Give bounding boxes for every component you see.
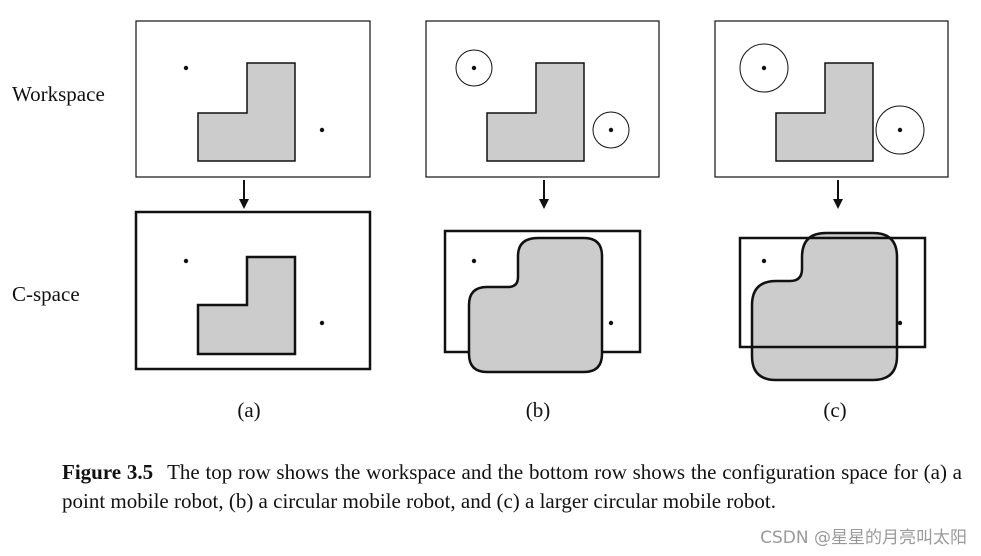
row-label-workspace: Workspace	[12, 82, 105, 106]
goal-center-point	[897, 127, 903, 133]
robot-point	[471, 258, 477, 264]
l-shaped-obstacle	[775, 62, 874, 162]
robot-center-point	[471, 65, 477, 71]
panel-c-cspace	[738, 231, 927, 382]
robot-circle	[739, 43, 789, 93]
goal-point	[319, 127, 325, 133]
robot-center-point	[761, 65, 767, 71]
goal-point	[897, 320, 903, 326]
workspace-boundary	[714, 20, 949, 178]
l-shaped-obstacle	[486, 62, 585, 162]
workspace-boundary	[135, 20, 371, 178]
caption-text: The top row shows the workspace and the …	[62, 460, 962, 513]
panel-a-workspace	[135, 20, 371, 178]
watermark: CSDN @星星的月亮叫太阳	[760, 528, 967, 548]
goal-center-point	[608, 127, 614, 133]
cspace-boundary	[134, 210, 372, 371]
goal-circle	[592, 111, 630, 149]
panel-label-b: (b)	[525, 398, 551, 422]
grown-obstacle	[750, 231, 899, 382]
figure-number: Figure 3.5	[62, 460, 154, 484]
robot-point	[761, 258, 767, 264]
cspace-obstacle	[196, 255, 297, 356]
panel-b-cspace	[443, 229, 642, 374]
workspace-boundary	[425, 20, 660, 178]
panel-b-workspace	[425, 20, 660, 178]
panel-label-a: (a)	[237, 398, 261, 422]
robot-point	[183, 65, 189, 71]
goal-point	[319, 320, 325, 326]
panel-a-cspace	[134, 210, 372, 371]
l-shaped-obstacle	[197, 62, 296, 162]
robot-circle	[455, 49, 493, 87]
goal-circle	[875, 105, 925, 155]
panel-label-c: (c)	[823, 398, 847, 422]
grown-obstacle	[467, 236, 604, 374]
row-label-cspace: C-space	[12, 282, 80, 306]
goal-point	[608, 320, 614, 326]
panel-c-workspace	[714, 20, 949, 178]
cspace-boundary	[738, 236, 927, 349]
robot-point	[183, 258, 189, 264]
